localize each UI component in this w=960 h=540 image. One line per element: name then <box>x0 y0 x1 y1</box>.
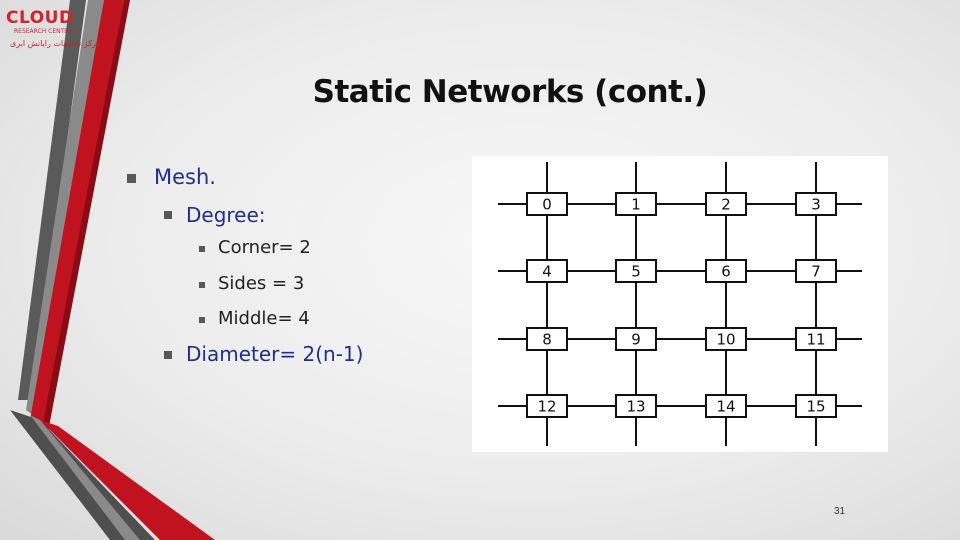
slide-title: Static Networks (cont.) <box>312 74 708 110</box>
mesh-node: 11 <box>795 327 837 351</box>
bullet-square-icon <box>199 282 205 288</box>
mesh-node-label: 6 <box>721 263 731 281</box>
mesh-node-label: 1 <box>631 196 641 214</box>
mesh-node-box <box>795 259 837 283</box>
mesh-node-box <box>615 192 657 216</box>
mesh-node-label: 5 <box>631 263 641 281</box>
bullet-mesh: Mesh. <box>154 165 216 189</box>
mesh-node-box <box>705 394 747 418</box>
mesh-node-box <box>615 327 657 351</box>
mesh-node-label: 3 <box>811 196 821 214</box>
bullet-diameter: Diameter= 2(n-1) <box>186 342 364 366</box>
mesh-node-label: 10 <box>716 331 735 349</box>
mesh-node: 1 <box>615 192 657 216</box>
mesh-node: 4 <box>526 259 568 283</box>
mesh-node-box <box>705 192 747 216</box>
bullet-corner: Corner= 2 <box>218 237 311 258</box>
logo-sub-text: RESEARCH CENTER <box>14 28 73 35</box>
logo-main-text: CLOUD <box>6 8 74 28</box>
bullet-square-icon <box>199 317 205 323</box>
mesh-node-label: 2 <box>721 196 731 214</box>
mesh-node-label: 8 <box>542 331 552 349</box>
bullet-square-icon <box>199 246 205 252</box>
bullet-middle: Middle= 4 <box>218 308 310 329</box>
mesh-node: 9 <box>615 327 657 351</box>
mesh-node: 14 <box>705 394 747 418</box>
mesh-node-label: 14 <box>716 398 735 416</box>
mesh-node-box <box>795 394 837 418</box>
mesh-node-label: 0 <box>542 196 552 214</box>
mesh-node: 6 <box>705 259 747 283</box>
mesh-node-label: 7 <box>811 263 821 281</box>
mesh-node: 13 <box>615 394 657 418</box>
mesh-node: 15 <box>795 394 837 418</box>
mesh-node-label: 15 <box>806 398 825 416</box>
mesh-node: 10 <box>705 327 747 351</box>
mesh-node-box <box>526 192 568 216</box>
mesh-node-box <box>705 259 747 283</box>
mesh-node: 7 <box>795 259 837 283</box>
bullet-sides: Sides = 3 <box>218 273 305 294</box>
logo-persian-text: مرکز تحقیقات رایانش ابری <box>10 39 101 48</box>
cloud-research-center-logo: CLOUD RESEARCH CENTER مرکز تحقیقات رایان… <box>6 8 101 58</box>
mesh-node-box <box>526 259 568 283</box>
mesh-node-label: 12 <box>537 398 556 416</box>
mesh-node-box <box>615 259 657 283</box>
mesh-node: 5 <box>615 259 657 283</box>
page-number: 31 <box>834 506 846 517</box>
mesh-node-box <box>705 327 747 351</box>
mesh-node-label: 9 <box>631 331 641 349</box>
mesh-node-box <box>795 327 837 351</box>
bullet-square-icon <box>127 174 136 183</box>
mesh-node: 8 <box>526 327 568 351</box>
mesh-node-box <box>615 394 657 418</box>
bullet-square-icon <box>164 211 172 219</box>
mesh-node: 3 <box>795 192 837 216</box>
mesh-node: 0 <box>526 192 568 216</box>
mesh-node: 2 <box>705 192 747 216</box>
mesh-node: 12 <box>526 394 568 418</box>
mesh-node-label: 13 <box>626 398 645 416</box>
mesh-node-box <box>795 192 837 216</box>
mesh-node-label: 11 <box>806 331 825 349</box>
mesh-node-box <box>526 394 568 418</box>
mesh-node-box <box>526 327 568 351</box>
mesh-node-label: 4 <box>542 263 552 281</box>
bullet-degree: Degree: <box>186 203 266 227</box>
bullet-square-icon <box>164 351 172 359</box>
